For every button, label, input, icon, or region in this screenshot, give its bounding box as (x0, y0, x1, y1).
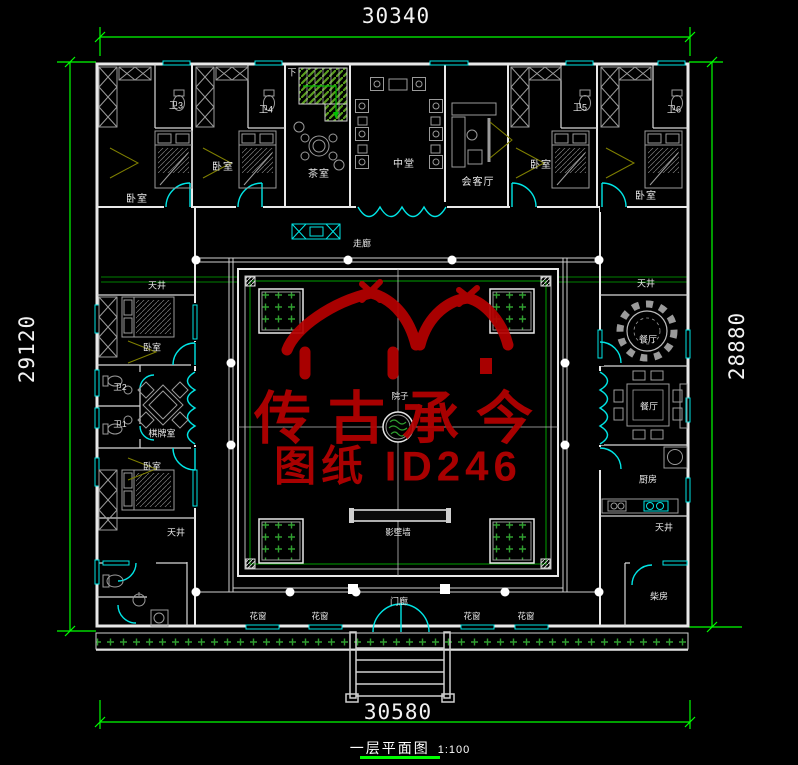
shadow-wall (349, 508, 451, 523)
room-label-porch: 门廊 (389, 596, 409, 607)
stairs-down-label: 下 (287, 67, 297, 78)
dim-left: 29120 (15, 314, 39, 384)
planter-beds (258, 288, 535, 564)
dim-bottom: 30580 (363, 700, 433, 724)
room-label-wc1: 卫1 (113, 418, 127, 429)
lattice-window-label-2: 花窗 (311, 610, 329, 621)
room-label-storeroom: 柴房 (649, 591, 669, 602)
room-label-lightwell-w1: 天井 (147, 280, 167, 291)
room-label-kitchen: 厨房 (638, 474, 658, 485)
stairs (298, 67, 348, 122)
plant-strip (95, 632, 689, 651)
shadow-wall-label: 影壁墙 (385, 526, 411, 537)
entry-steps (345, 631, 455, 703)
room-label-wc4: 卫4 (258, 104, 274, 115)
furniture (98, 66, 688, 627)
room-label-bedroom-w2: 卧室 (142, 461, 162, 472)
room-label-mahjong: 棋牌室 (148, 428, 176, 439)
room-label-wc2: 卫2 (113, 381, 127, 392)
room-label-courtyard: 院子 (391, 390, 409, 401)
tea-table (293, 121, 345, 171)
windows (94, 60, 691, 630)
watermark-roof-logo (281, 279, 514, 380)
sofa-set (451, 102, 497, 168)
drawing-title-text: 一层平面图 (349, 740, 430, 756)
dim-right: 28880 (725, 311, 749, 381)
room-label-bedroom-nw2: 卧室 (212, 162, 234, 173)
room-label-wc5: 卫5 (572, 102, 588, 113)
room-label-wc3: 卫3 (168, 100, 184, 111)
room-label-bedroom-ne1: 卧室 (530, 160, 552, 171)
room-label-corridor: 走廊 (352, 238, 372, 249)
console-table (291, 223, 341, 240)
doors (117, 182, 653, 633)
room-label-bedroom-ne2: 卧室 (635, 191, 657, 202)
round-dining (616, 300, 678, 362)
kitchen-counter (601, 446, 688, 514)
room-label-dining-round: 餐厅 (638, 334, 658, 345)
courtyard (237, 268, 559, 577)
room-label-lightwell-sw: 天井 (166, 527, 186, 538)
mahjong-table (137, 381, 189, 429)
dimension-lines (57, 27, 742, 759)
lattice-window-label-1: 花窗 (249, 610, 267, 621)
dim-top: 30340 (361, 4, 431, 28)
corridor-ring (195, 257, 600, 593)
lattice-window-label-3: 花窗 (463, 610, 481, 621)
bath-fixtures-bottom (102, 574, 169, 627)
room-label-tearoom: 茶室 (308, 169, 330, 180)
watermark-line1: 传古承今 (254, 387, 550, 451)
columns (191, 255, 604, 597)
room-label-bedroom-nw1: 卧室 (126, 194, 148, 205)
door-swing-marks (109, 121, 636, 481)
pond (382, 411, 414, 443)
hall-furniture (355, 77, 443, 169)
eave-lines (101, 276, 687, 283)
room-label-reception: 会客厅 (461, 177, 495, 188)
room-label-central-hall: 中堂 (393, 159, 415, 170)
room-label-bedroom-w1: 卧室 (142, 342, 162, 353)
room-label-dining-square: 餐厅 (639, 401, 659, 412)
watermark-line2: 图纸 ID246 (274, 442, 522, 490)
square-dining (613, 370, 688, 440)
drawing-title: 一层平面图 1:100 (350, 738, 471, 758)
room-label-lightwell-se: 天井 (654, 522, 674, 533)
room-label-wc6: 卫6 (666, 104, 682, 115)
drawing-scale: 1:100 (437, 744, 471, 756)
room-label-lightwell-e1: 天井 (636, 278, 656, 289)
bath-fixtures-left (102, 375, 133, 435)
lattice-window-label-4: 花窗 (517, 610, 535, 621)
